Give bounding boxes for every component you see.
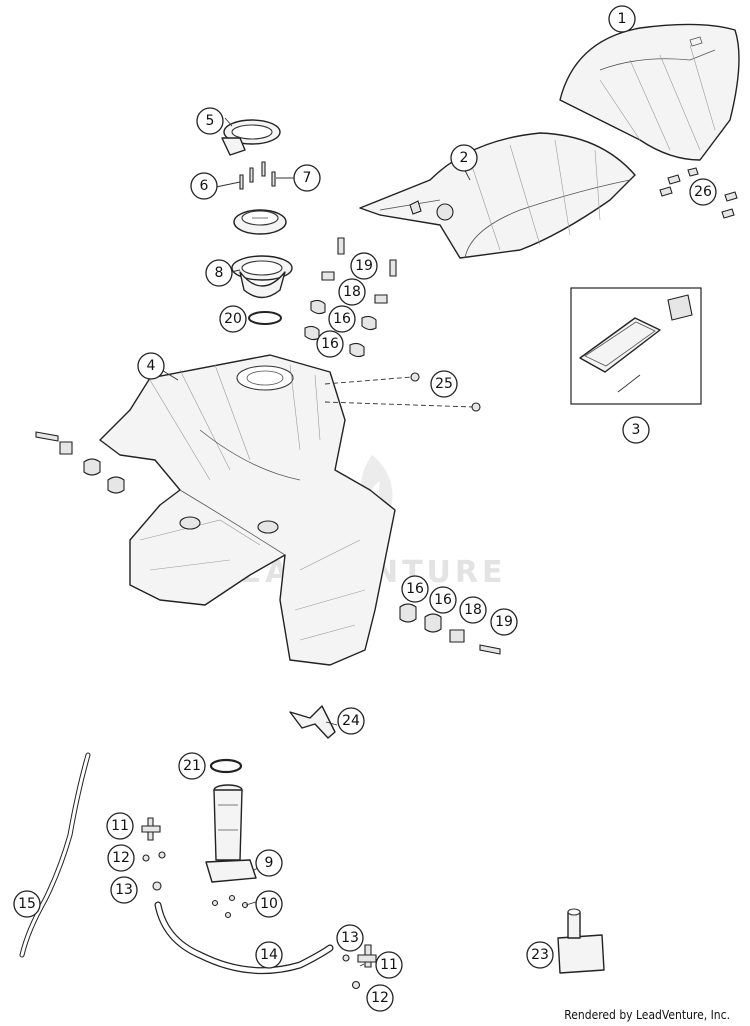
callout-1: 1 [608,5,636,33]
svg-text:11: 11 [380,957,398,973]
callout-20: 20 [219,305,247,333]
part-fitting-lower[interactable] [342,944,377,990]
part-kit-box[interactable] [570,287,702,405]
svg-text:21: 21 [183,758,201,774]
svg-text:18: 18 [343,284,361,300]
callout-23: 23 [526,941,554,969]
svg-text:16: 16 [406,581,424,597]
part-rider-seat[interactable] [359,132,636,259]
part-fuel-pump[interactable] [205,784,257,883]
svg-text:23: 23 [531,947,549,963]
part-fitting-upper[interactable] [141,817,166,891]
callout-13-upper: 13 [110,876,138,904]
svg-text:13: 13 [341,930,359,946]
callout-21: 21 [178,752,206,780]
part-fuel-cap[interactable] [233,209,287,235]
svg-text:19: 19 [495,614,513,630]
part-o-ring[interactable] [248,311,282,325]
part-bracket[interactable] [289,705,336,739]
svg-text:8: 8 [215,265,224,281]
callout-15: 15 [13,890,41,918]
callout-25: 25 [430,370,458,398]
svg-text:6: 6 [200,178,209,194]
callout-11-upper: 11 [106,812,134,840]
svg-text:1: 1 [618,11,627,27]
part-pump-screws[interactable] [211,894,249,919]
callout-18-b: 18 [459,596,487,624]
part-filler-neck[interactable] [231,255,293,299]
callout-10: 10 [255,890,283,918]
svg-text:15: 15 [18,896,36,912]
callout-8: 8 [205,259,233,287]
callout-9: 9 [255,849,283,877]
svg-text:14: 14 [260,947,278,963]
callout-12-lower: 12 [366,984,394,1012]
svg-text:4: 4 [147,358,156,374]
svg-text:13: 13 [115,882,133,898]
callout-16-c: 16 [401,575,429,603]
part-screws[interactable] [239,161,276,190]
callout-7: 7 [293,164,321,192]
svg-text:2: 2 [460,150,469,166]
part-front-mount-hardware[interactable] [35,431,125,494]
callout-24: 24 [337,707,365,735]
callout-19-b: 19 [490,608,518,636]
part-pump-o-ring[interactable] [209,758,243,774]
callout-12-upper: 12 [107,844,135,872]
svg-text:24: 24 [342,713,360,729]
callout-26: 26 [689,178,717,206]
svg-text:12: 12 [371,990,389,1006]
svg-text:25: 25 [435,376,453,392]
callout-16-a: 16 [328,305,356,333]
footer-credit: Rendered by LeadVenture, Inc. [564,1008,730,1022]
callout-2: 2 [450,144,478,172]
part-mount-stack-top[interactable] [304,237,397,358]
part-fuel-hose[interactable] [154,901,334,975]
part-fuel-filter[interactable] [557,908,605,974]
svg-text:3: 3 [632,422,641,438]
part-tank-bolts[interactable] [324,372,481,412]
svg-text:16: 16 [321,336,339,352]
callout-19-a: 19 [350,252,378,280]
svg-text:5: 5 [206,113,215,129]
callout-13-lower: 13 [336,924,364,952]
svg-text:16: 16 [434,592,452,608]
part-seat-clips[interactable] [659,167,738,219]
callout-6: 6 [190,172,218,200]
svg-text:11: 11 [111,818,129,834]
callout-18-a: 18 [338,278,366,306]
svg-text:7: 7 [303,170,312,186]
svg-text:9: 9 [265,855,274,871]
part-rear-seat-cowl[interactable] [559,23,740,161]
callout-16-d: 16 [429,586,457,614]
svg-text:20: 20 [224,311,242,327]
callout-11-lower: 11 [375,951,403,979]
callout-16-b: 16 [316,330,344,358]
leader-lines [159,117,471,967]
part-fuel-tank[interactable] [99,354,396,666]
callout-4: 4 [137,352,165,380]
svg-text:18: 18 [464,602,482,618]
svg-text:26: 26 [694,184,712,200]
callout-5: 5 [196,107,224,135]
part-mount-stack-bottom[interactable] [399,603,501,655]
svg-text:19: 19 [355,258,373,274]
part-bracket-ring[interactable] [221,119,281,156]
part-breather-hose[interactable] [19,752,91,958]
svg-text:10: 10 [260,896,278,912]
svg-text:12: 12 [112,850,130,866]
svg-text:16: 16 [333,311,351,327]
callout-3: 3 [622,416,650,444]
callout-14: 14 [255,941,283,969]
